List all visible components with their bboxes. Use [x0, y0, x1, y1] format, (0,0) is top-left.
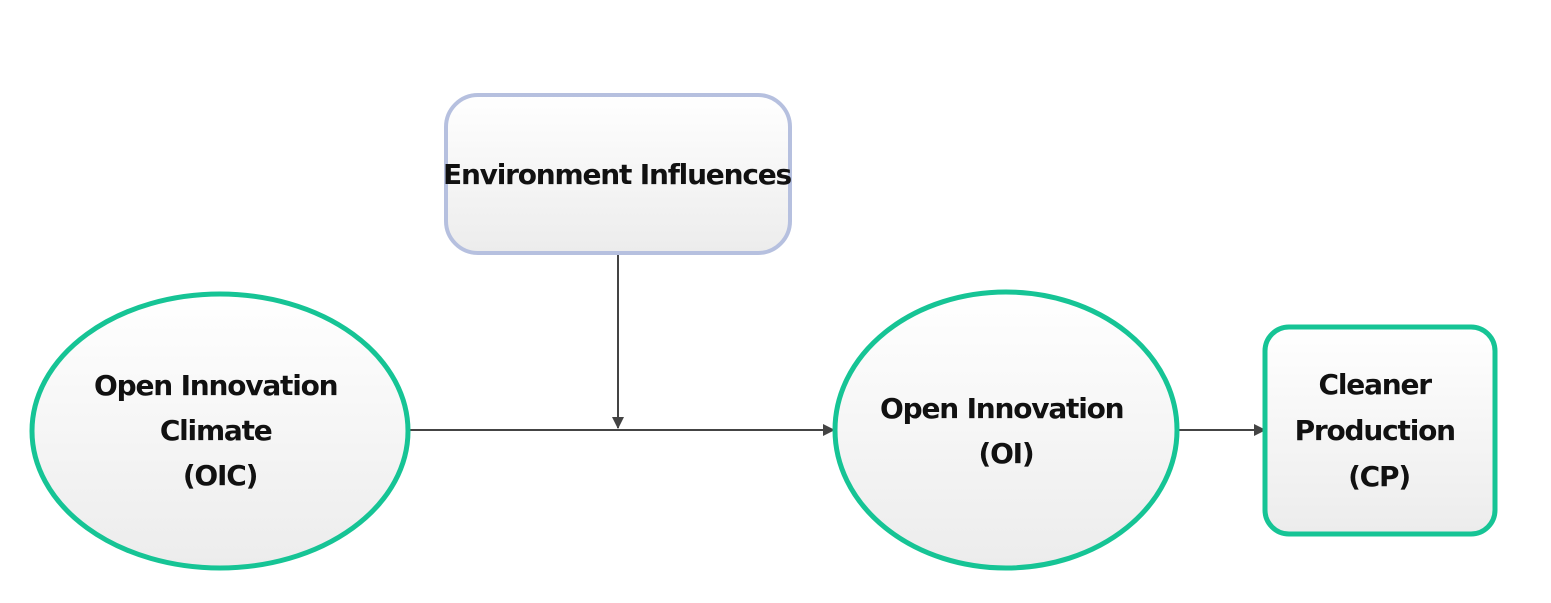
- svg-text:Open Innovation Climate: Open Innovation Climate (OIC): [94, 369, 346, 492]
- cp-label-line-1: Cleaner: [1319, 368, 1433, 401]
- node-open-innovation-climate[interactable]: Open Innovation Climate (OIC): [29, 291, 411, 571]
- oi-label-line-1: Open Innovation: [880, 392, 1123, 425]
- oic-label-line-1: Open Innovation: [94, 369, 337, 402]
- edges: [409, 252, 1266, 436]
- cp-label-line-2: Production: [1295, 414, 1455, 447]
- oic-label-line-3: (OIC): [183, 459, 257, 492]
- oic-label-line-2: Climate: [160, 414, 272, 447]
- node-environment-influences[interactable]: Environment Influences: [443, 93, 793, 255]
- node-cleaner-production[interactable]: Cleaner Production (CP): [1262, 324, 1498, 537]
- svg-text:Open Innovation (OI): Open Innovation (OI): [880, 392, 1132, 470]
- env-label-line-1: Environment Influences: [443, 158, 791, 191]
- svg-text:Cleaner Production: Cleaner Production (CP): [1295, 368, 1464, 493]
- node-open-innovation[interactable]: Open Innovation (OI): [832, 289, 1180, 571]
- svg-text:Environment Influences: Environment Influences: [443, 158, 791, 191]
- oi-label-line-2: (OI): [978, 437, 1033, 470]
- cp-label-line-3: (CP): [1348, 460, 1410, 493]
